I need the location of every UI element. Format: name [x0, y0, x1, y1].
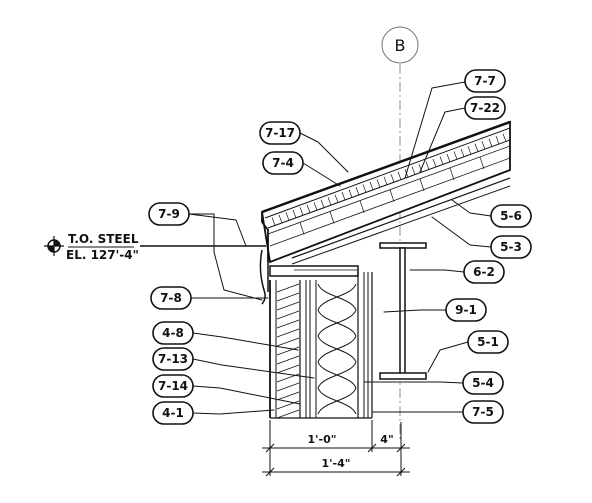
keynote-tag-7-4: 7-4 [262, 151, 304, 175]
keynote-tag-7-8: 7-8 [150, 286, 192, 310]
tag-7-17-label: 7-17 [265, 126, 295, 140]
keynote-tag-4-8: 4-8 [152, 321, 194, 345]
keynote-tag-5-6: 5-6 [490, 204, 532, 228]
elevation-line-2: EL. 127'-4" [66, 248, 139, 262]
keynote-tag-7-7: 7-7 [464, 69, 506, 93]
keynote-tag-9-1: 9-1 [445, 298, 487, 322]
dim-flange: 4" [380, 433, 393, 446]
tag-7-4-label: 7-4 [272, 156, 294, 170]
keynote-tag-5-3: 5-3 [490, 235, 532, 259]
dim-overall: 1'-4" [322, 457, 351, 470]
keynote-tag-7-14: 7-14 [152, 374, 194, 398]
keynote-tag-5-4: 5-4 [462, 371, 504, 395]
tag-7-13-label: 7-13 [158, 352, 188, 366]
keynote-tag-7-13: 7-13 [152, 347, 194, 371]
tag-5-1-label: 5-1 [477, 335, 499, 349]
keynote-tag-7-17: 7-17 [259, 121, 301, 145]
tag-7-8-label: 7-8 [160, 291, 182, 305]
tag-7-7-label: 7-7 [474, 74, 496, 88]
grid-label: B [395, 36, 406, 55]
keynote-tag-5-1: 5-1 [467, 330, 509, 354]
leader-lines [188, 81, 492, 415]
elevation-line-1: T.O. STEEL [68, 232, 139, 246]
tag-4-1-label: 4-1 [162, 406, 184, 420]
tag-7-22-label: 7-22 [470, 101, 500, 115]
roof-assembly [259, 120, 511, 305]
keynote-tag-7-9: 7-9 [148, 202, 190, 226]
keynote-tag-7-22: 7-22 [464, 96, 506, 120]
keynote-tag-6-2: 6-2 [463, 260, 505, 284]
tag-7-9-label: 7-9 [158, 207, 180, 221]
tag-7-14-label: 7-14 [158, 379, 188, 393]
dim-wall-thickness: 1'-0" [308, 433, 337, 446]
tag-9-1-label: 9-1 [455, 303, 477, 317]
tag-6-2-label: 6-2 [473, 265, 495, 279]
tag-7-5-label: 7-5 [472, 405, 494, 419]
tag-5-3-label: 5-3 [500, 240, 522, 254]
keynote-tag-4-1: 4-1 [152, 401, 194, 425]
dimension-lines [262, 420, 410, 477]
tag-5-4-label: 5-4 [472, 376, 494, 390]
keynote-tag-7-5: 7-5 [462, 400, 504, 424]
tag-5-6-label: 5-6 [500, 209, 522, 223]
keynote-tags: 7-7 7-22 7-17 7-4 7-9 5-6 5-3 6-2 [148, 69, 532, 425]
tag-4-8-label: 4-8 [162, 326, 184, 340]
wall-assembly [269, 265, 373, 419]
elevation-marker: T.O. STEEL EL. 127'-4" [44, 232, 266, 262]
